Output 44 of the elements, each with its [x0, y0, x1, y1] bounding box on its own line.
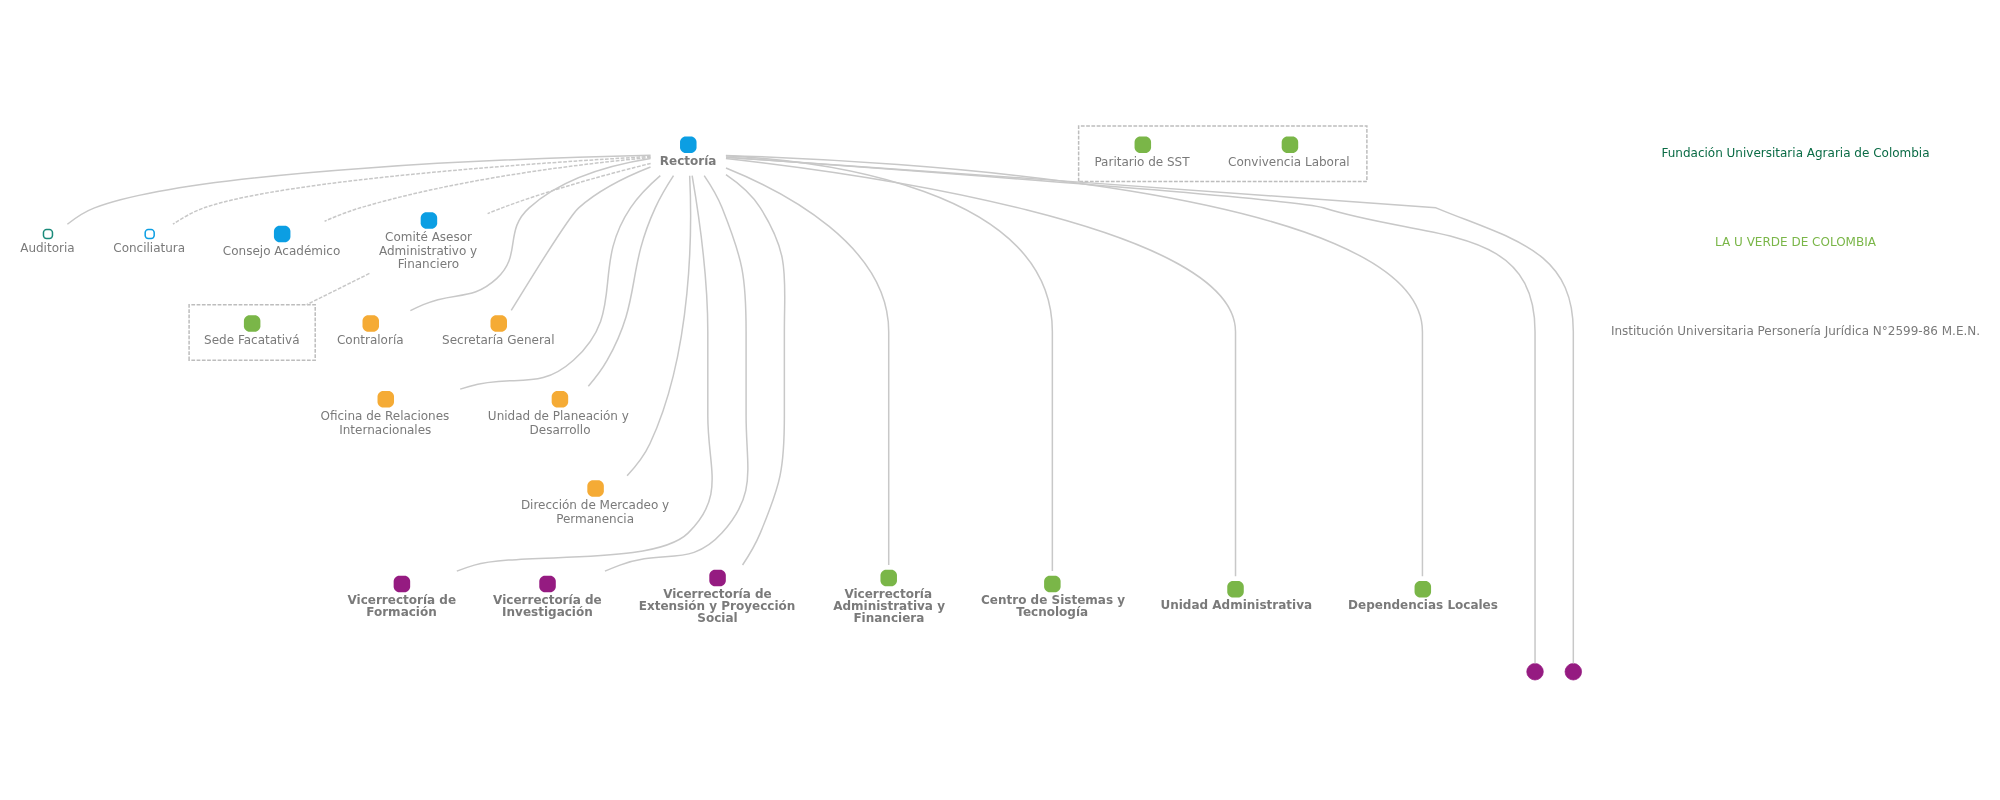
- connector: [305, 272, 371, 306]
- node-label: Vicerrectoría de Investigación: [493, 593, 602, 620]
- cluster: [188, 303, 316, 361]
- node-label: Sede Facatativá: [204, 333, 300, 348]
- cluster: [1077, 125, 1368, 183]
- node-label: Vicerrectoría de Formación: [347, 593, 457, 620]
- connector: [725, 167, 890, 566]
- node-label: Conciliatura: [113, 240, 186, 255]
- connector: [725, 154, 1424, 577]
- connector: [459, 174, 662, 390]
- node-label: Centro de Sistemas y Tecnología: [981, 593, 1126, 620]
- node-label: Unidad Administrativa: [1160, 598, 1313, 613]
- connector: [172, 155, 652, 225]
- connector: [510, 166, 652, 312]
- label: Fundación Universitaria Agraria de Colombia: [1661, 145, 1930, 160]
- label: LA U VERDE DE COLOMBIA: [1715, 234, 1876, 249]
- node-circle: [1526, 663, 1544, 681]
- connector: [456, 174, 713, 572]
- node-label: Unidad de Planeación y Desarrollo: [487, 409, 629, 437]
- connector: [725, 157, 1237, 577]
- node-label: Dependencias Locales: [1348, 598, 1498, 613]
- node-label: Dirección de Mercadeo y Permanencia: [520, 498, 670, 526]
- node-circle: [1564, 663, 1582, 681]
- connector: [323, 156, 652, 222]
- node-label: Secretaría General: [442, 333, 555, 348]
- node-label: Contraloría: [336, 333, 404, 348]
- node-label: Vicerrectoría de Extensión y Proyección Social: [638, 587, 796, 626]
- connector: [725, 173, 786, 566]
- connector: [409, 157, 652, 312]
- node-label: Oficina de Relaciones Internacionales: [320, 409, 450, 437]
- label: Institución Universitaria Personería Jurídica N°2599-86 M.E.N.: [1610, 324, 1981, 339]
- connector: [626, 174, 692, 477]
- node-label: Paritario de SST: [1094, 154, 1190, 169]
- connector: [66, 154, 652, 225]
- node-label: Comité Asesor Administrativo y Financiero: [379, 230, 478, 272]
- connector: [604, 174, 749, 572]
- connector: [725, 154, 1054, 572]
- connector: [587, 174, 675, 387]
- connector: [486, 162, 652, 215]
- node-label: Rectoría: [659, 153, 717, 168]
- node-label: Convivencia Laboral: [1228, 154, 1350, 169]
- node-label: Vicerrectoría Administrativa y Financiera: [833, 587, 945, 626]
- node-label: Auditoria: [20, 240, 75, 255]
- node-label: Consejo Académico: [222, 243, 341, 258]
